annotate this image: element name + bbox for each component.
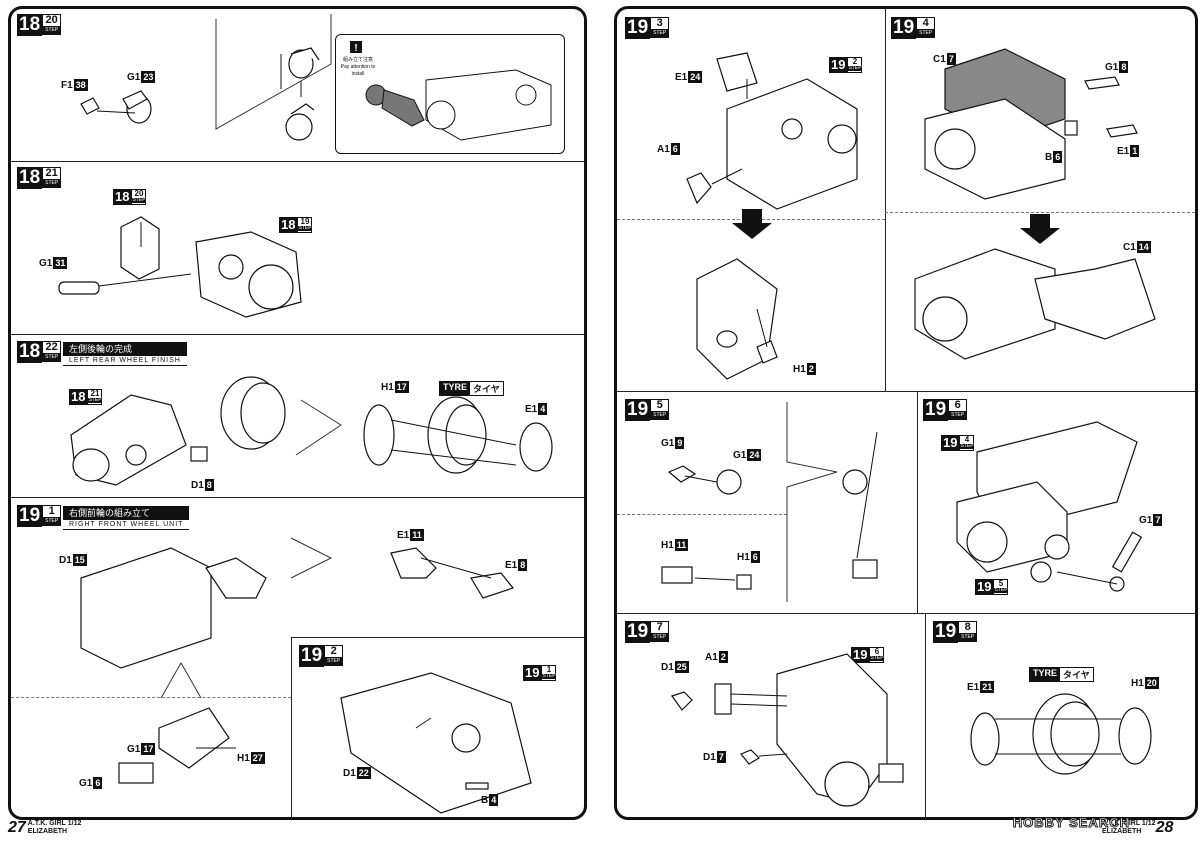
footer-character: ELIZABETH — [1102, 828, 1142, 835]
watermark: HOBBY SEARCH — [1012, 815, 1130, 831]
divider — [11, 334, 584, 335]
divider — [291, 637, 584, 638]
divider — [617, 514, 787, 515]
step-19-8-illustration — [970, 693, 1152, 775]
right-page-footer: A.T.K. GIRL 1/12 ELIZABETH 28 — [1100, 820, 1173, 836]
step-19-6-illustration — [956, 421, 1143, 592]
divider — [617, 613, 1195, 614]
divider — [885, 9, 886, 391]
divider — [11, 497, 584, 498]
footer-character: ELIZABETH — [27, 828, 68, 835]
divider — [291, 637, 292, 817]
divider — [885, 212, 1195, 213]
attention-box: ! 組み立て注意 Pay attention to install — [335, 34, 565, 154]
step-18-22-illustration — [70, 376, 553, 486]
footer-product: A.T.K. GIRL 1/12 — [27, 820, 82, 827]
step-19-7-illustration — [671, 653, 904, 807]
step-19-1-illustration — [80, 537, 532, 814]
step-18-22-title: 左側後輪の完成 LEFT REAR WHEEL FINISH — [63, 342, 187, 366]
footer-product: A.T.K. GIRL 1/12 — [1102, 820, 1156, 827]
divider — [11, 697, 291, 698]
step-18-21-illustration — [58, 216, 302, 318]
divider — [925, 613, 926, 817]
attention-text: 組み立て注意 Pay attention to install — [340, 57, 376, 77]
page-number: 28 — [1155, 819, 1174, 836]
step-19-1-title: 右側前輪の組み立て RIGHT FRONT WHEEL UNIT — [63, 506, 190, 530]
step-19-5-illustration — [661, 402, 878, 602]
step-19-3-illustration — [686, 52, 858, 380]
step-19-4-illustration — [914, 48, 1156, 360]
step-19-3-badge: 19 319STEP — [625, 17, 670, 39]
svg-text:!: ! — [354, 43, 357, 54]
divider — [617, 391, 1195, 392]
divider — [11, 161, 584, 162]
divider — [917, 391, 918, 613]
page-number: 27 — [8, 819, 26, 836]
left-page-footer: 27 A.T.K. GIRL 1/12 ELIZABETH — [8, 820, 81, 836]
